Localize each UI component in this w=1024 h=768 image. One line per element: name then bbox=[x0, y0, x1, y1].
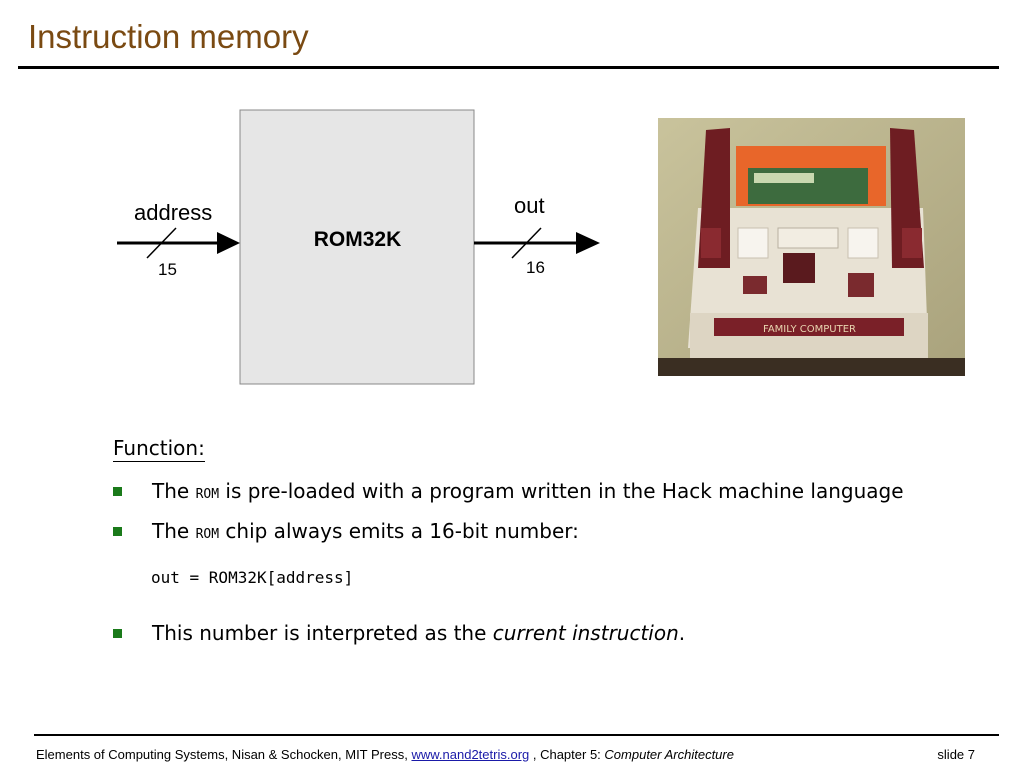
chip-name-label: ROM32K bbox=[313, 228, 402, 251]
footer-citation: Elements of Computing Systems, Nisan & S… bbox=[36, 747, 734, 762]
bullet-square-icon bbox=[113, 487, 122, 496]
bullet-square-icon bbox=[113, 629, 122, 638]
out-width-label: 16 bbox=[526, 258, 545, 277]
out-output-arrowhead bbox=[576, 232, 600, 254]
address-input-arrowhead bbox=[217, 232, 240, 254]
title-divider bbox=[18, 66, 999, 69]
code-expression: out = ROM32K[address] bbox=[151, 568, 354, 587]
bullet-text-2: The ROM chip always emits a 16-bit numbe… bbox=[152, 519, 579, 543]
rom-code-term: ROM bbox=[195, 487, 220, 502]
address-width-slash bbox=[146, 227, 177, 259]
slide-title: Instruction memory bbox=[28, 18, 309, 55]
family-computer-photo: FAMILY COMPUTER bbox=[658, 118, 965, 376]
emphasis-term: current instruction bbox=[492, 621, 679, 645]
function-heading: Function: bbox=[113, 436, 205, 462]
address-port-label: address bbox=[134, 200, 213, 225]
bullet-square-icon bbox=[113, 527, 122, 536]
address-width-label: 15 bbox=[158, 260, 177, 279]
chapter-title: Computer Architecture bbox=[604, 747, 734, 762]
slide-number: slide 7 bbox=[937, 747, 975, 762]
out-port-label: out bbox=[514, 193, 545, 218]
bullet-text-1: The ROM is pre-loaded with a program wri… bbox=[152, 479, 904, 503]
nand2tetris-link[interactable]: www.nand2tetris.org bbox=[411, 747, 530, 762]
footer-divider bbox=[34, 734, 999, 736]
rom-chip-box bbox=[239, 109, 475, 385]
svg-text:FAMILY COMPUTER: FAMILY COMPUTER bbox=[763, 324, 856, 335]
rom-diagram bbox=[117, 109, 600, 385]
out-width-slash bbox=[511, 227, 542, 259]
bullet-text-3: This number is interpreted as the curren… bbox=[152, 621, 686, 645]
rom-code-term: ROM bbox=[195, 527, 220, 542]
